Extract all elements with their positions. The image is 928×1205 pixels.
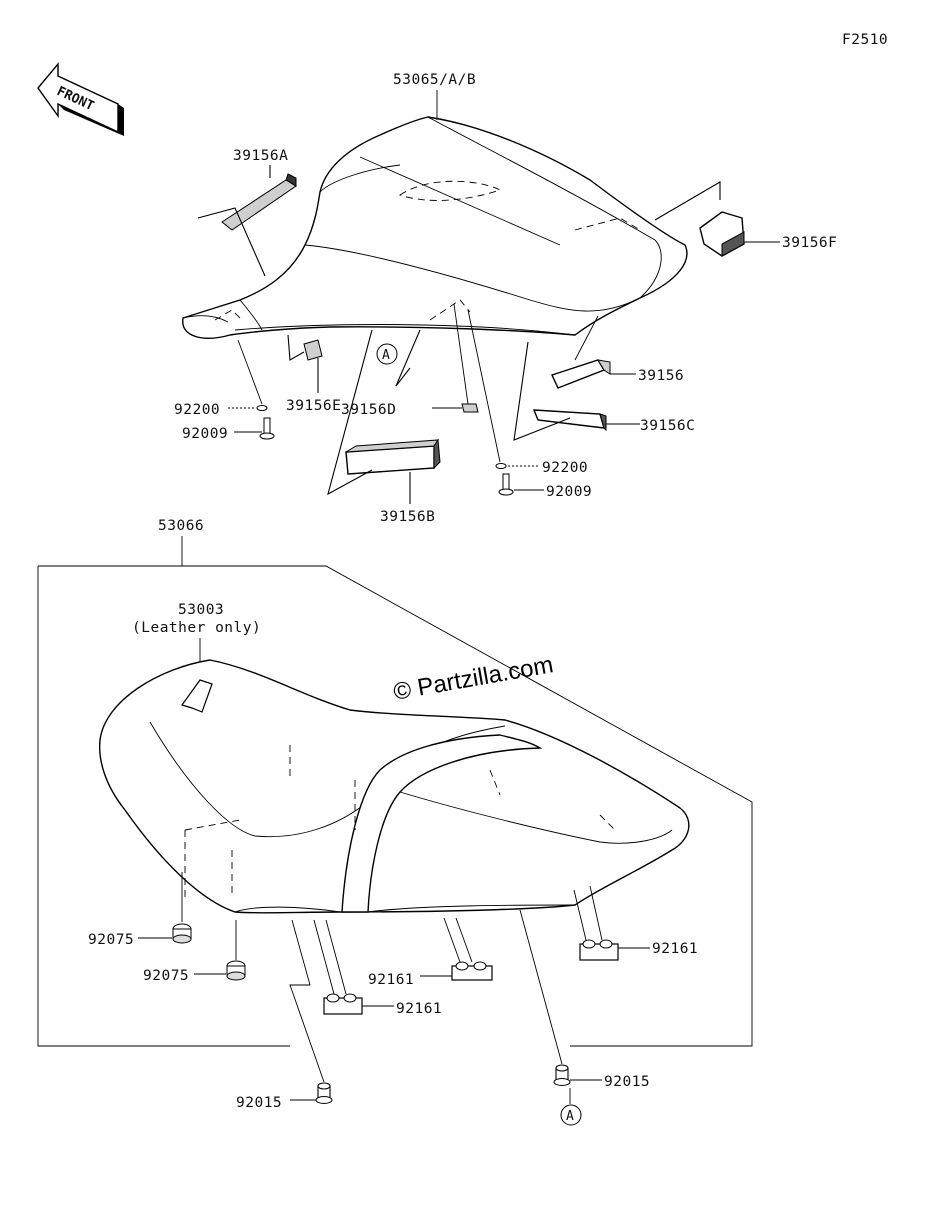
label-92009-right: 92009 bbox=[546, 484, 592, 500]
pad-39156A bbox=[221, 173, 297, 231]
label-39156E: 39156E bbox=[286, 398, 341, 414]
pad-39156F bbox=[699, 211, 745, 257]
clip-92161-front bbox=[323, 993, 363, 1015]
label-53003-note: (Leather only) bbox=[132, 620, 261, 636]
label-39156F: 39156F bbox=[782, 235, 837, 251]
label-92161-right: 92161 bbox=[652, 941, 698, 957]
label-92015-right: 92015 bbox=[604, 1074, 650, 1090]
label-92009-left: 92009 bbox=[182, 426, 228, 442]
watermark: © Partzilla.com bbox=[391, 651, 555, 706]
callout-a-lower: A bbox=[560, 1104, 582, 1126]
label-53066: 53066 bbox=[158, 518, 204, 534]
callout-a-upper: A bbox=[376, 329, 421, 387]
label-92200-left: 92200 bbox=[174, 402, 220, 418]
label-92075-upper: 92075 bbox=[88, 932, 134, 948]
label-39156D: 39156D bbox=[341, 402, 396, 418]
label-53003: 53003 bbox=[178, 602, 224, 618]
leader-92200-left-up bbox=[237, 339, 263, 405]
leader-39156D-up bbox=[453, 303, 469, 405]
leader-39156-pointer bbox=[574, 315, 599, 361]
pad-39156B bbox=[345, 438, 441, 475]
diagram-code: F2510 bbox=[842, 32, 888, 48]
assembly-box-right bbox=[38, 565, 753, 1047]
leader-39156A-pointer bbox=[197, 207, 266, 277]
front-arrow-icon: FRONT bbox=[37, 62, 124, 136]
washer-92200-left bbox=[256, 405, 268, 411]
label-92075-lower: 92075 bbox=[143, 968, 189, 984]
label-39156B: 39156B bbox=[380, 509, 435, 525]
leader-39156C-pointer bbox=[513, 341, 571, 441]
leader-92015-left-up bbox=[289, 919, 325, 1083]
leader-39156B-pointer bbox=[327, 329, 373, 496]
pad-39156E bbox=[303, 339, 323, 361]
leader-92161-right-a bbox=[573, 889, 587, 941]
label-53065: 53065/A/B bbox=[393, 72, 476, 88]
svg-text:A: A bbox=[566, 1109, 574, 1124]
leader-92161-right-b bbox=[589, 885, 603, 941]
seat-cover-drawing bbox=[182, 116, 688, 339]
pad-39156D bbox=[461, 403, 479, 413]
label-39156A: 39156A bbox=[233, 148, 288, 164]
label-92015-left: 92015 bbox=[236, 1095, 282, 1111]
clip-92161-center bbox=[451, 961, 493, 981]
leader-92200-right-up bbox=[467, 309, 501, 463]
leader-39156F-pointer bbox=[654, 181, 721, 221]
label-39156: 39156 bbox=[638, 368, 684, 384]
pad-39156 bbox=[551, 359, 611, 389]
pad-39156C bbox=[532, 409, 607, 432]
leader-92161-front-a bbox=[313, 919, 335, 995]
screw-92009-right bbox=[498, 473, 514, 496]
leader-39156E-pointer bbox=[287, 334, 305, 361]
svg-text:A: A bbox=[382, 348, 390, 363]
bumper-92075-upper bbox=[172, 923, 192, 944]
collar-92015-right bbox=[553, 1064, 571, 1086]
washer-92200-right bbox=[495, 463, 507, 469]
bumper-92075-lower bbox=[226, 960, 246, 981]
label-92200-right: 92200 bbox=[542, 460, 588, 476]
screw-92009-left bbox=[259, 417, 275, 440]
label-92161-front: 92161 bbox=[396, 1001, 442, 1017]
clip-92161-right bbox=[579, 939, 619, 961]
assembly-box-left bbox=[37, 566, 290, 1047]
leader-92015-right-up bbox=[519, 909, 563, 1065]
label-39156C: 39156C bbox=[640, 418, 695, 434]
seat-assy-drawing bbox=[98, 659, 690, 914]
collar-92015-left bbox=[315, 1082, 333, 1104]
leader-92161-center-b bbox=[455, 917, 473, 963]
leader-92161-front-b bbox=[325, 919, 347, 995]
leader-92161-center-a bbox=[443, 917, 461, 963]
label-92161-center: 92161 bbox=[368, 972, 414, 988]
